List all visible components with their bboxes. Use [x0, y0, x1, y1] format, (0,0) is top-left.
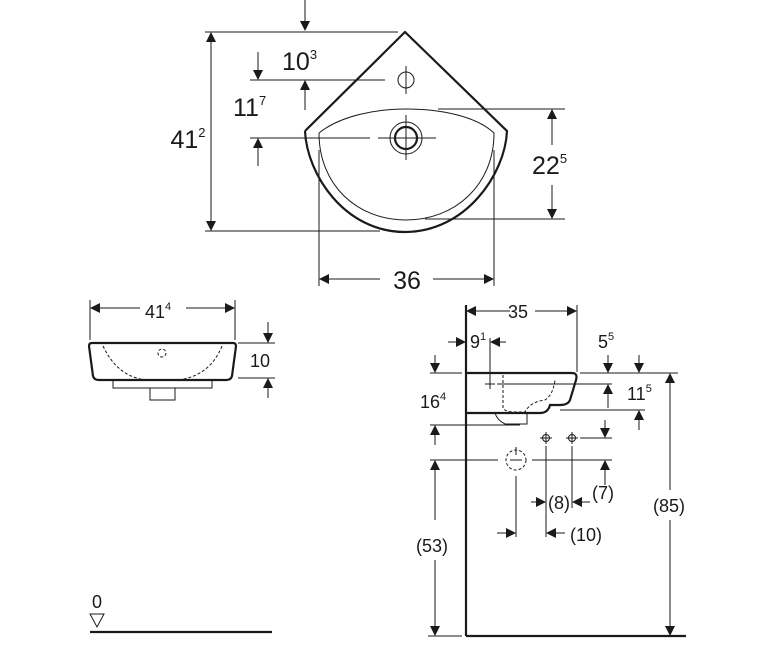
dim-rim-height: (85)	[653, 496, 685, 516]
level-triangle-icon	[89, 613, 105, 629]
floor-level-label: 0	[92, 592, 102, 612]
floor-level-marker: 0	[89, 592, 272, 634]
front-view: 414 10	[87, 300, 275, 401]
dim-supply-height: (7)	[592, 483, 614, 503]
dim-drain-offset: (10)	[570, 525, 602, 545]
basin-front	[87, 341, 238, 382]
dim-tap-from-wall: 91	[470, 331, 486, 352]
dim-tap-drop: 115	[627, 383, 652, 404]
dim-front-height: 10	[250, 351, 270, 371]
dim-projection: 35	[508, 302, 528, 322]
dim-front-width: 414	[145, 301, 171, 322]
dim-bowl-width: 36	[393, 267, 421, 295]
dim-rim-offset: 55	[598, 331, 614, 352]
bowl-outline	[318, 108, 495, 221]
dim-supply-spacing: (8)	[548, 493, 570, 513]
dim-bowl-depth: 225	[532, 151, 567, 180]
dim-total-depth: 412	[170, 125, 205, 154]
dim-drain-height: (53)	[416, 536, 448, 556]
top-view: 412 103 117 225 36	[170, 0, 567, 295]
dim-overall-height: 164	[420, 391, 446, 412]
basin-side	[466, 371, 578, 415]
dim-tap-hole-offset: 103	[282, 47, 317, 76]
supply-connection-icon	[540, 432, 578, 444]
side-view: 35 91 55 115 164 (7)	[416, 302, 686, 638]
dim-tap-to-drain: 117	[233, 93, 266, 122]
